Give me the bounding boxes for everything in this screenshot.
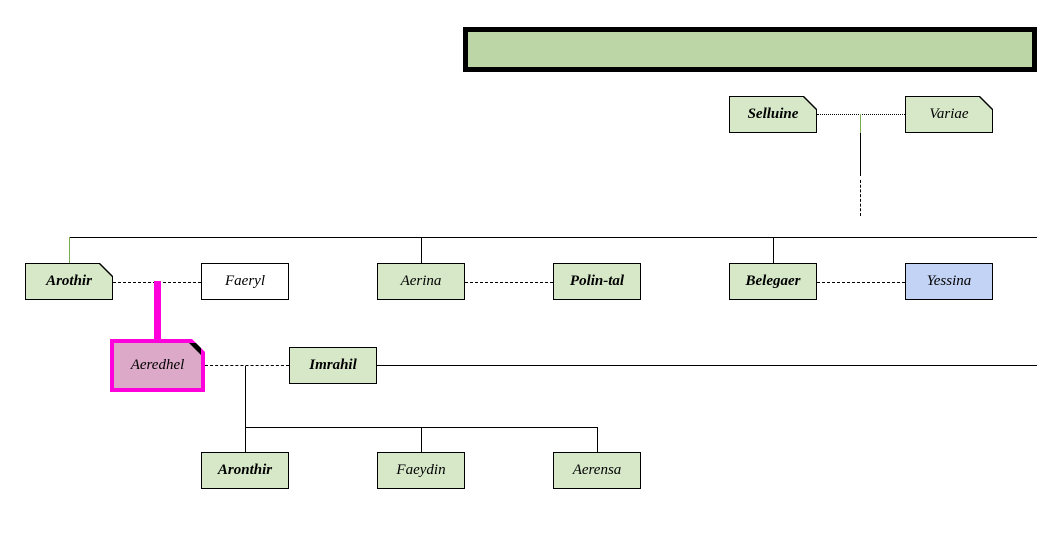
descent-stem-dashed	[860, 180, 861, 216]
sibling-drop-aerina	[421, 237, 422, 263]
node-aronthir-label: Aronthir	[217, 462, 273, 478]
folded-corner-icon	[803, 97, 816, 110]
node-variae-label: Variae	[929, 106, 969, 122]
node-aeredhel[interactable]: Aeredhel	[110, 339, 205, 392]
descent-stem-green	[860, 114, 861, 133]
node-aerina-label: Aerina	[400, 273, 442, 289]
node-selluine[interactable]: Selluine	[729, 96, 817, 133]
node-faeydin-label: Faeydin	[396, 462, 446, 478]
descent-stem-aeredhel-imrahil	[245, 366, 246, 427]
sibling-drop-arothir	[69, 237, 70, 263]
node-arothir-label: Arothir	[46, 273, 92, 289]
node-yessina[interactable]: Yessina	[905, 263, 993, 300]
node-aerensa-label: Aerensa	[572, 462, 622, 478]
sibling-bar-generation-2	[69, 237, 1037, 238]
node-belegaer-label: Belegaer	[745, 273, 801, 289]
node-belegaer[interactable]: Belegaer	[729, 263, 817, 300]
sibling-drop-aerensa	[597, 427, 598, 452]
node-arothir[interactable]: Arothir	[25, 263, 113, 300]
union-line-selluine-variae	[817, 114, 905, 115]
node-variae[interactable]: Variae	[905, 96, 993, 133]
sibling-drop-aronthir	[245, 427, 246, 452]
title-banner	[463, 27, 1037, 72]
node-imrahil-label: Imrahil	[309, 357, 357, 373]
node-selluine-label: Selluine	[747, 106, 799, 122]
node-aerensa[interactable]: Aerensa	[553, 452, 641, 489]
folded-corner-icon	[979, 97, 992, 110]
node-polin-tal[interactable]: Polin-tal	[553, 263, 641, 300]
node-aronthir[interactable]: Aronthir	[201, 452, 289, 489]
node-imrahil[interactable]: Imrahil	[289, 347, 377, 384]
node-faeryl[interactable]: Faeryl	[201, 263, 289, 300]
node-faeryl-label: Faeryl	[225, 273, 265, 289]
node-polin-tal-label: Polin-tal	[569, 273, 625, 289]
sibling-drop-faeydin	[421, 427, 422, 452]
union-line-aeredhel-imrahil	[205, 365, 289, 366]
node-aerina[interactable]: Aerina	[377, 263, 465, 300]
imrahil-lineage-line	[377, 365, 1037, 366]
node-aeredhel-label: Aeredhel	[130, 357, 185, 373]
sibling-drop-belegaer	[773, 237, 774, 263]
union-line-aerina-polin-tal	[465, 282, 553, 283]
folded-corner-icon	[189, 343, 201, 355]
node-yessina-label: Yessina	[926, 273, 972, 289]
highlighted-descent-line-aeredhel	[154, 281, 161, 343]
folded-corner-icon	[99, 264, 112, 277]
union-line-belegaer-yessina	[817, 282, 905, 283]
node-faeydin[interactable]: Faeydin	[377, 452, 465, 489]
descent-stem-solid	[860, 133, 861, 176]
